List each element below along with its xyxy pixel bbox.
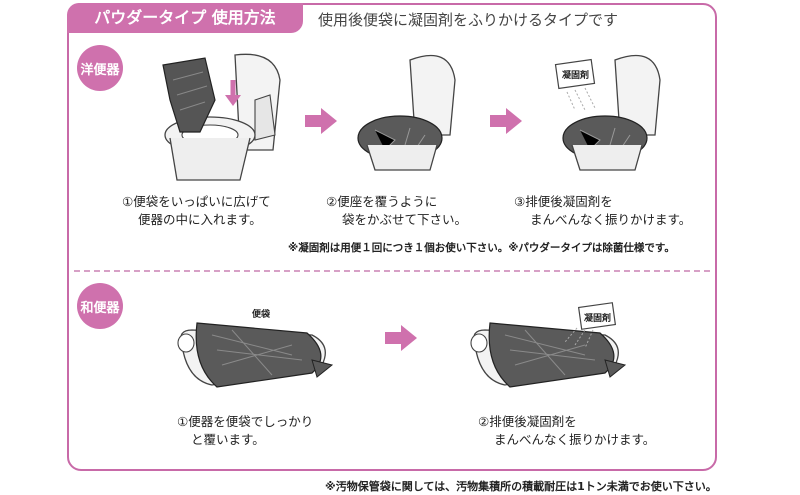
instruction-frame	[67, 3, 717, 471]
japanese-step2-illustration: 凝固剤	[470, 302, 627, 388]
section-divider	[74, 270, 710, 272]
western-step-1-caption: ①便袋をいっぱいに広げて 便器の中に入れます。	[122, 194, 271, 227]
western-note: ※凝固剤は用便１回につき１個お使い下さい。※パウダータイプは除菌仕様です。	[288, 242, 675, 254]
western-step3-illustration: 凝固剤	[554, 54, 661, 171]
footer-note: ※汚物保管袋に関しては、汚物集積所の積載耐圧は1トン未満でお使い下さい。	[325, 480, 717, 493]
western-step2-illustration	[357, 54, 456, 171]
japanese-toilet-badge: 和便器	[77, 283, 123, 329]
japanese-packet-label: 凝固剤	[584, 312, 611, 324]
section-tab-title: パウダータイプ 使用方法	[67, 3, 303, 33]
western-toilet-badge: 洋便器	[77, 45, 123, 91]
western-step-2-caption: ②便座を覆うように 袋をかぶせて下さい。	[326, 194, 468, 227]
headline: 使用後便袋に凝固剤をふりかけるタイプです	[318, 11, 619, 29]
japanese-step-2-caption: ②排便後凝固剤を まんべんなく振りかけます。	[478, 414, 656, 447]
japanese-step-1-caption: ①便器を便袋でしっかり と覆います。	[177, 414, 314, 447]
western-step1-illustration	[162, 53, 281, 181]
western-packet-label: 凝固剤	[562, 69, 589, 81]
western-step-3-caption: ③排便後凝固剤を まんべんなく振りかけます。	[514, 194, 692, 227]
japanese-step1-illustration: 便袋	[177, 308, 334, 388]
japanese-bag-label: 便袋	[252, 308, 271, 320]
